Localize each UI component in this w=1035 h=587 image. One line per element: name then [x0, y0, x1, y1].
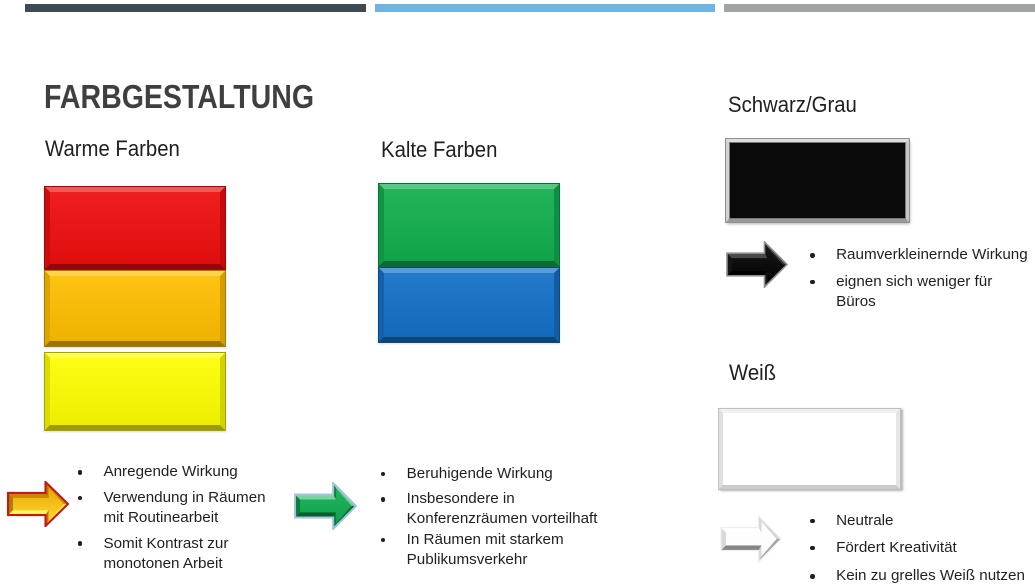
list-item-text: Somit Kontrast zur monotonen Arbeit	[103, 534, 229, 572]
swatch-amber	[44, 270, 226, 347]
list-item-text: Fördert Kreativität	[836, 538, 957, 556]
bullet-icon	[810, 279, 815, 285]
bullet-icon	[810, 518, 815, 524]
swatch-blue	[378, 267, 560, 343]
swatch-red	[44, 186, 226, 270]
list-item-text: Raumverkleinernde Wirkung	[836, 246, 1028, 264]
list-item: Verwendung in Räumen mit Routinearbeit	[77, 488, 308, 528]
bullet-list-cold: Beruhigende Wirkung Insbesondere in Konf…	[380, 464, 611, 570]
bullet-list-weiss: Neutrale Fördert Kreativität Kein zu gre…	[810, 511, 1035, 586]
bullet-list-schwarz: Raumverkleinernde Wirkung eignen sich we…	[810, 245, 1035, 312]
right-arrow-icon-dark	[726, 241, 788, 288]
right-arrow-icon-white	[720, 515, 782, 563]
swatch-white	[718, 408, 901, 490]
heading-warme-farben: Warme Farben	[45, 135, 180, 161]
list-item-text: Neutrale	[836, 511, 894, 529]
heading-kalte-farben: Kalte Farben	[381, 136, 498, 162]
heading-weiss: Weiß	[729, 360, 777, 385]
list-item: Anregende Wirkung	[77, 462, 308, 482]
bullet-icon	[380, 497, 386, 502]
heading-schwarz-grau: Schwarz/Grau	[727, 91, 857, 117]
list-item: Kein zu grelles Weiß nutzen	[810, 566, 1035, 586]
bullet-icon	[380, 471, 386, 477]
list-item: In Räumen mit starkem Publikumsverkehr	[380, 530, 611, 570]
list-item-text: Anregende Wirkung	[103, 463, 238, 481]
list-item: Fördert Kreativität	[810, 538, 1035, 558]
swatch-bevel	[379, 184, 559, 266]
swatch-bevel	[379, 268, 559, 342]
list-item: Neutrale	[810, 511, 1035, 531]
list-item-text: In Räumen mit starkem Publikumsverkehr	[406, 530, 564, 568]
bullet-icon	[810, 253, 815, 258]
list-item-text: Kein zu grelles Weiß nutzen	[836, 567, 1025, 585]
list-item: Somit Kontrast zur monotonen Arbeit	[77, 534, 308, 574]
list-item-text: Verwendung in Räumen mit Routinearbeit	[103, 488, 266, 526]
list-item: Beruhigende Wirkung	[380, 464, 611, 484]
bullet-icon	[810, 573, 815, 579]
bullet-icon	[380, 537, 386, 543]
list-item-text: eignen sich weniger für Büros	[836, 272, 993, 310]
bullet-icon	[77, 470, 83, 475]
list-item: Raumverkleinernde Wirkung	[810, 245, 1035, 265]
bullet-list-warm: Anregende Wirkung Verwendung in Räumen m…	[77, 462, 308, 574]
bullet-icon	[77, 541, 83, 546]
list-item: Insbesondere in Konferenzräumen vorteilh…	[380, 489, 611, 529]
right-arrow-icon-warm	[7, 481, 69, 527]
top-bar-gray	[724, 4, 1035, 12]
swatch-bevel	[719, 409, 900, 489]
list-item: eignen sich weniger für Büros	[810, 272, 1035, 312]
list-item-text: Beruhigende Wirkung	[406, 464, 553, 482]
swatch-yellow	[44, 352, 226, 431]
swatch-green	[378, 183, 560, 267]
right-arrow-icon-cold	[294, 482, 357, 530]
slide-title: FARBGESTALTUNG	[43, 79, 314, 117]
swatch-bevel	[45, 353, 225, 430]
bullet-icon	[77, 495, 83, 501]
list-item-text: Insbesondere in Konferenzräumen vorteilh…	[406, 490, 598, 527]
bullet-icon	[810, 545, 815, 551]
swatch-black	[726, 139, 909, 222]
top-bar-dark	[25, 4, 366, 12]
top-bar-blue	[375, 4, 715, 12]
swatch-bevel	[45, 271, 225, 346]
swatch-bevel	[45, 187, 225, 269]
